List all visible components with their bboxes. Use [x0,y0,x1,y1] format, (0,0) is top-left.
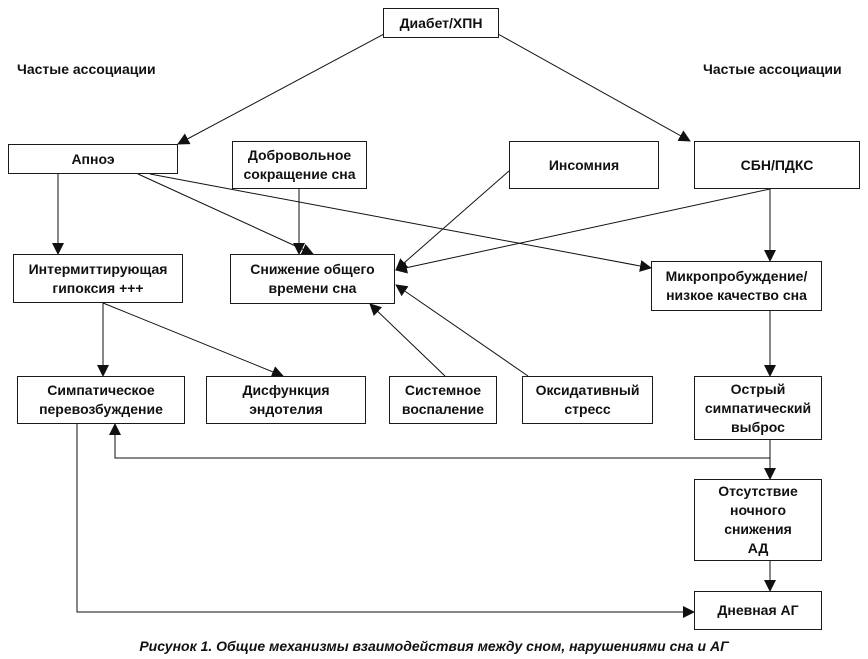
arrow-sympathetic-to-daytime_ah [76,424,695,618]
arrow-diabetes-to-rls [497,33,691,142]
arrow-apnea-to-arousal [149,173,652,272]
arrow-hypoxia-to-endothelial [102,302,284,378]
arrow-inflammation-to-reduced_sleep [369,303,446,377]
diabetes-box: Диабет/ХПН [383,8,499,38]
apnea-box: Апноэ [8,144,178,174]
figure-caption: Рисунок 1. Общие механизмы взаимодействи… [139,638,729,654]
arrow-rls-to-reduced_sleep [395,188,771,274]
arrow-oxidative-to-reduced_sleep [395,284,529,377]
insomnia-box: Инсомния [509,141,659,189]
rls-plmd-box: СБН/ПДКС [694,141,860,189]
arrow-insomnia-to-reduced_sleep [395,170,510,271]
endothelial-dysfunction-box: Дисфункция эндотелия [206,376,366,424]
systemic-inflammation-box: Системное воспаление [389,376,497,424]
arousal-poor-sleep-box: Микропробуждение/ низкое качество сна [651,261,822,311]
acute-sympathetic-surge-box: Острый симпатический выброс [694,376,822,440]
right-associations-note: Частые ассоциации [703,61,842,77]
arrow-apnea-to-reduced_sleep [137,173,314,255]
oxidative-stress-box: Оксидативный стресс [522,376,653,424]
reduced-sleep-time-box: Снижение общего времени сна [230,254,395,304]
daytime-hypertension-box: Дневная АГ [694,591,822,630]
voluntary-sleep-reduction-box: Добровольное сокращение сна [232,141,367,189]
sympathetic-overactivation-box: Симпатическое перевозбуждение [17,376,185,424]
arrow-acute_surge-to-sympathetic [109,423,771,459]
non-dipping-bp-box: Отсутствие ночного снижения АД [694,479,822,561]
intermittent-hypoxia-box: Интермиттирующая гипоксия +++ [13,254,183,303]
left-associations-note: Частые ассоциации [17,61,156,77]
arrow-diabetes-to-apnea [177,33,385,145]
